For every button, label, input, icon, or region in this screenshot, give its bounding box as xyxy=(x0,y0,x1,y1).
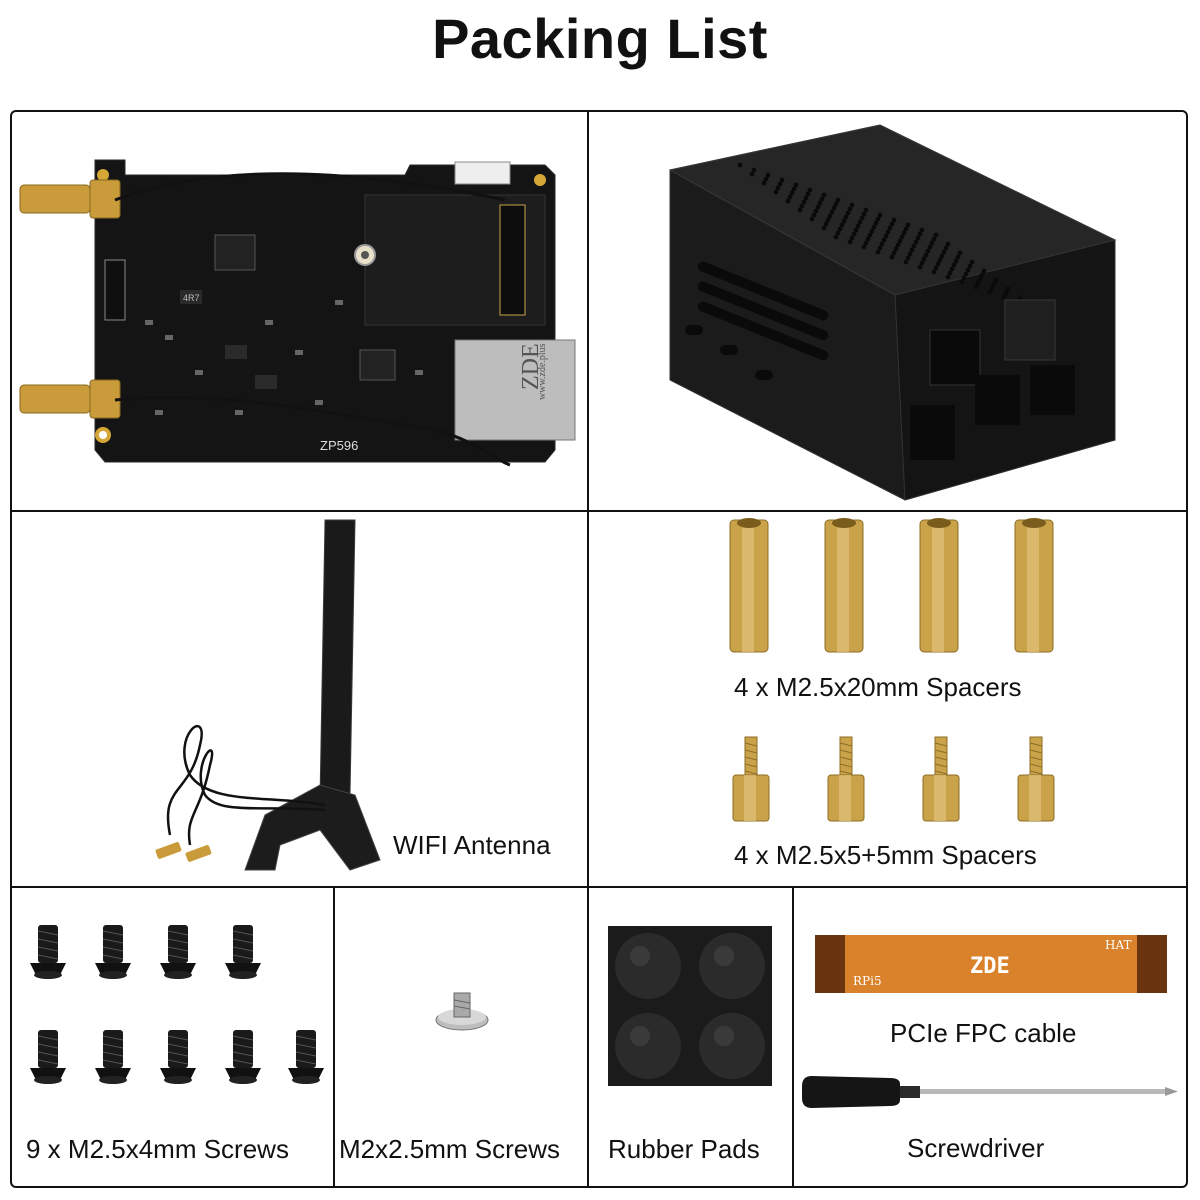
screw-1 xyxy=(30,925,66,979)
short-spacer-4 xyxy=(1017,736,1055,822)
screw-2 xyxy=(95,925,131,979)
screw-7 xyxy=(160,1030,196,1084)
screw-9 xyxy=(288,1030,324,1084)
divider-col-center xyxy=(587,110,589,1188)
long-spacer-3 xyxy=(919,518,959,653)
rubber-pads-image xyxy=(608,926,772,1086)
divider-col-right xyxy=(792,886,794,1188)
long-spacer-2 xyxy=(824,518,864,653)
packing-list-grid xyxy=(10,110,1188,1188)
short-spacers-image xyxy=(732,736,1055,822)
fpc-cable-image: ZDE RPi5 HAT xyxy=(815,935,1167,993)
fpc-end-left: RPi5 xyxy=(853,974,882,988)
screw-3 xyxy=(160,925,196,979)
screw-6 xyxy=(95,1030,131,1084)
pcb-board-image: ZDE www.zde.plus 4R7 ZP596 xyxy=(19,159,576,467)
small-screw-label: M2x2.5mm Screws xyxy=(339,1134,561,1164)
screwdriver-image xyxy=(802,1076,1178,1108)
short-spacers-label: 4 x M2.5x5+5mm Spacers xyxy=(734,840,1037,870)
fpc-cable-label: PCIe FPC cable xyxy=(890,1018,1077,1048)
long-spacers-label: 4 x M2.5x20mm Spacers xyxy=(734,672,1022,702)
board-label: ZP596 xyxy=(320,438,358,453)
metal-case-image xyxy=(668,124,1117,501)
screw-4 xyxy=(225,925,261,979)
small-screw-image xyxy=(435,992,489,1031)
board-chip-mark: 4R7 xyxy=(183,293,200,303)
short-spacer-3 xyxy=(922,736,960,822)
long-spacers-image xyxy=(729,518,1054,653)
screwdriver-label: Screwdriver xyxy=(907,1133,1045,1163)
fpc-brand-text: ZDE xyxy=(970,954,1010,979)
screws-image xyxy=(30,925,324,1084)
long-spacer-1 xyxy=(729,518,769,653)
screw-8 xyxy=(225,1030,261,1084)
board-side-text: www.zde.plus xyxy=(537,343,548,400)
page-title: Packing List xyxy=(432,7,768,70)
fpc-end-right: HAT xyxy=(1105,938,1131,952)
short-spacer-2 xyxy=(827,736,865,822)
divider-row-2 xyxy=(10,886,1188,888)
wifi-antenna-label: WIFI Antenna xyxy=(393,830,551,860)
divider-col-left xyxy=(333,886,335,1188)
screws-label: 9 x M2.5x4mm Screws xyxy=(26,1134,289,1164)
divider-row-1 xyxy=(10,510,1188,512)
screw-5 xyxy=(30,1030,66,1084)
short-spacer-1 xyxy=(732,736,770,822)
board-brand-text: ZDE xyxy=(518,343,544,390)
long-spacer-4 xyxy=(1014,518,1054,653)
rubber-pads-label: Rubber Pads xyxy=(608,1134,760,1164)
wifi-antenna-image xyxy=(155,519,381,871)
